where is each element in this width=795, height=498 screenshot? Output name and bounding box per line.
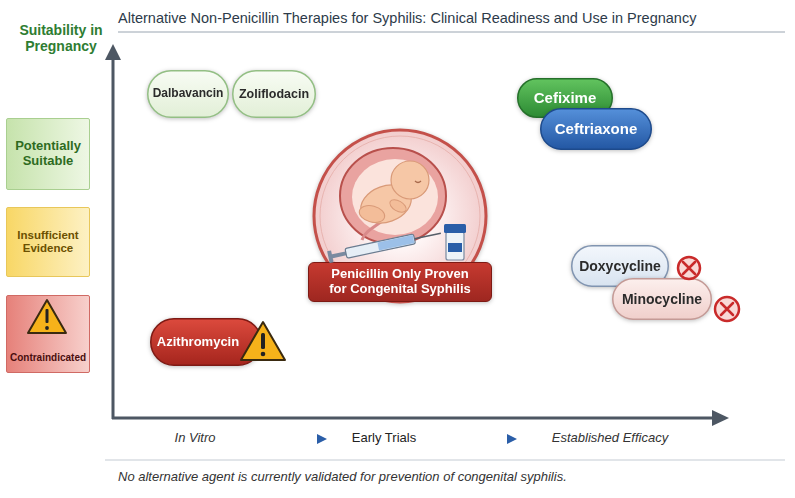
progress-arrow [232,438,318,441]
vial-label [448,243,462,252]
progress-arrowhead [507,434,517,444]
fetus-head [391,161,429,199]
x-axis-arrowhead [712,410,729,426]
drug-name: Doxycycline [579,258,661,274]
vial-body [446,232,464,260]
warning-dot [261,352,266,357]
band-label: Potentially Suitable [7,139,89,169]
warning-mark [261,333,265,349]
warning-triangle [241,322,285,360]
drug-pill: Dalbavancin [147,70,229,118]
not-recommended-cross [683,262,695,274]
syringe-fluid [377,235,414,250]
syringe-needle [414,233,440,239]
suitability-band: Potentially Suitable [6,118,90,190]
suitability-band: Contraindicated [6,295,90,373]
not-recommended-cross [721,303,733,315]
y-axis [112,58,115,419]
drug-name: Dalbavancin [153,87,224,101]
warning-triangle [28,300,66,333]
drug-name: Azithromycin [157,335,255,350]
womb-inner [352,159,438,235]
band-label: Insufficient Evidence [7,229,89,255]
drug-name: Ceftriaxone [555,120,638,137]
fetus-eye [415,181,421,183]
suitability-band: Insufficient Evidence [6,207,90,277]
vial-cap [444,224,466,233]
pill-shape [541,109,652,150]
axis-tick-label: Established Efficacy [530,431,690,446]
drug-name: Minocycline [622,291,702,307]
banner-text: Penicillin Only Proven for Congenital Sy… [308,262,492,302]
drug-pill: Minocycline [612,278,712,320]
fetus-arm [388,197,409,215]
syringe-plunger [331,251,347,258]
syringe-barrel [345,234,416,258]
y-axis-arrowhead [105,44,121,60]
penicillin-emblem: Penicillin Only Proven for Congenital Sy… [308,128,492,304]
drug-name: Cefixime [534,89,597,106]
progress-arrowhead [317,434,327,444]
diagram-title: Alternative Non-Penicillin Therapies for… [118,10,696,27]
drug-pill: Ceftriaxone [540,108,652,150]
title-rule [118,32,785,33]
womb-illustration [340,148,446,244]
pill-shape [148,71,229,118]
drug-pill: Zoliflodacin [232,70,316,118]
pill-shape [613,279,712,320]
fetus-leg [357,203,386,225]
pill-shape [233,71,316,118]
umbilical-cord [362,212,392,240]
not-recommended-icon [678,257,700,279]
caption-rule [105,460,785,461]
diagram-caption: No alternative agent is currently valida… [118,470,567,485]
band-label: Contraindicated [10,352,86,364]
not-recommended-icon [715,297,739,321]
syringe-plunger-cap [327,250,333,263]
drug-name: Zoliflodacin [239,87,309,101]
progress-arrow [428,438,508,441]
axis-tick-label: Early Trials [334,431,434,446]
syringe-icon [327,227,442,263]
warning-mark [46,309,49,323]
pill-shape [151,319,262,366]
axis-title: Suitability in Pregnancy [12,22,110,54]
warning-dot [45,326,49,330]
x-axis [112,417,713,420]
axis-tick-label: In Vitro [150,431,240,446]
drug-pill: Azithromycin [150,318,262,366]
fetus-body [355,178,416,230]
